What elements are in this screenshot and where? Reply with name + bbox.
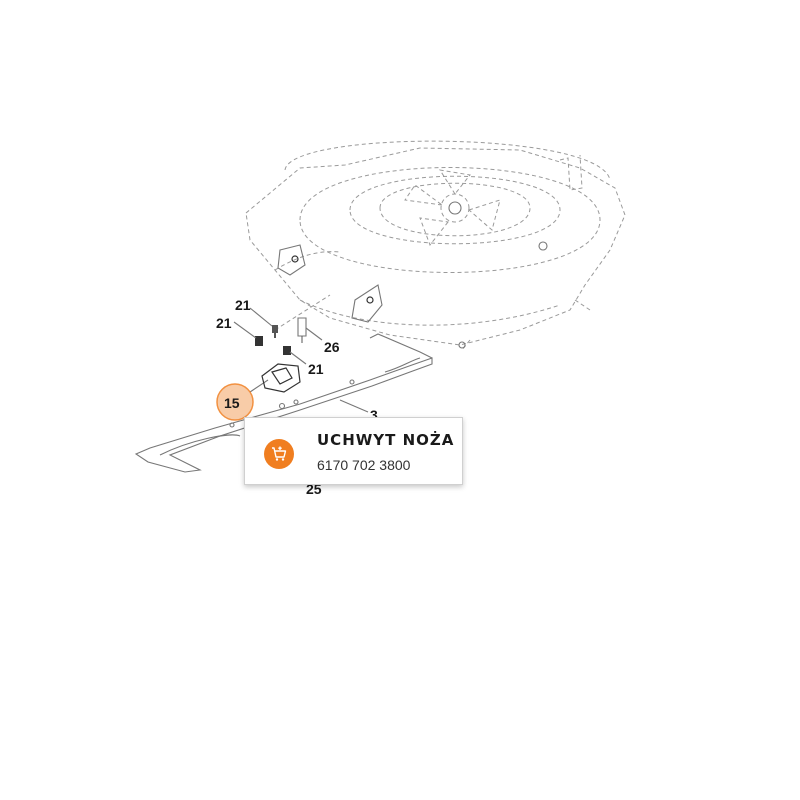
shaft-line (274, 294, 331, 331)
deck-bracket-left (277, 244, 306, 276)
callout-21-top[interactable]: 21 (235, 297, 251, 313)
leader-lines (233, 307, 369, 413)
bolt-21-lower (283, 346, 291, 355)
callout-3[interactable]: 3 (370, 407, 378, 423)
mower-blade (134, 333, 433, 473)
part-name: UCHWYT NOŻA (317, 431, 455, 449)
callout-21-right[interactable]: 21 (308, 361, 324, 377)
part-tooltip: UCHWYT NOŻA 6170 702 3800 (244, 417, 463, 485)
add-to-cart-button[interactable] (264, 439, 294, 469)
callout-26[interactable]: 26 (324, 339, 340, 355)
hotspot-15[interactable]: 15 (216, 383, 254, 421)
mower-deck (245, 140, 626, 351)
callout-15: 15 (224, 395, 240, 411)
part-number: 6170 702 3800 (317, 457, 411, 473)
bolt-21-upper (272, 325, 278, 338)
blade-adapter (261, 363, 301, 393)
screw-26 (297, 317, 307, 343)
callout-21-left[interactable]: 21 (216, 315, 232, 331)
callout-25[interactable]: 25 (306, 481, 322, 497)
add-to-cart-icon (272, 446, 287, 461)
bolt-21-left (255, 336, 263, 346)
deck-bracket-right (351, 284, 383, 323)
